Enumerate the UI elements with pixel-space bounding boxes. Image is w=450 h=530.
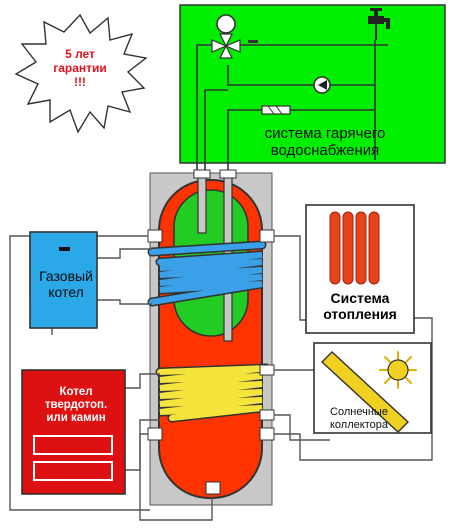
sun-icon <box>379 351 417 389</box>
solar-collector-box <box>313 342 432 434</box>
solid-fuel-boiler-door-upper <box>33 435 113 455</box>
solid-fuel-boiler-door-lower <box>33 461 113 481</box>
gas-boiler-label: Газовый котел <box>39 268 93 301</box>
mixing-valve-icon <box>211 14 258 59</box>
guarantee-starburst <box>14 13 148 134</box>
guarantee-label: 5 лет гарантии !!! <box>53 47 107 89</box>
upper-heat-exchanger-coil <box>147 240 267 307</box>
solar-panel-icon <box>320 351 410 433</box>
lower-heat-exchanger-coil <box>155 363 269 423</box>
gas-boiler-display <box>59 247 70 251</box>
check-valve-icon <box>261 105 291 115</box>
heating-system-label: Система отопления <box>323 290 397 323</box>
tap-icon <box>368 8 390 40</box>
radiator-icon <box>329 211 380 285</box>
solar-collector-label: Солнечные коллектора <box>330 406 388 431</box>
tank-nozzles <box>147 229 275 495</box>
hot-water-system-label: система гарячего водоснабжения <box>264 125 386 160</box>
solid-fuel-boiler-label: Котел твердотоп. или камин <box>44 386 108 425</box>
hot-water-piping <box>196 40 388 180</box>
solid-fuel-boiler <box>21 369 126 495</box>
circulation-pump-icon <box>313 76 331 94</box>
